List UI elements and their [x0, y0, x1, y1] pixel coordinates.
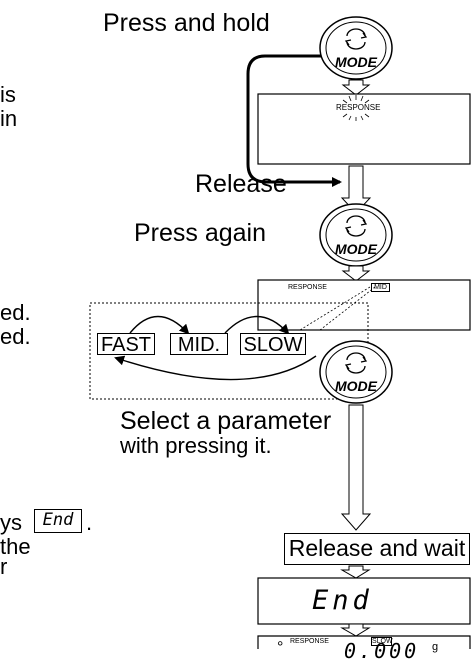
blink-icon	[342, 95, 370, 121]
fragment-is: is	[0, 82, 16, 107]
mode-key-label: MODE	[335, 241, 377, 257]
arc-mid-to-slow	[224, 315, 290, 335]
release-and-wait-box: Release and wait	[284, 533, 470, 565]
option-slow: SLOW	[240, 333, 306, 356]
fragment-ed-1: ed.	[0, 300, 31, 325]
fragment-r: r	[0, 554, 8, 579]
cycle-icon	[344, 28, 368, 50]
end-display-text: End	[312, 585, 373, 616]
hollow-arrow-6	[340, 623, 371, 637]
hollow-arrow-1	[341, 79, 371, 96]
display-2	[257, 279, 471, 331]
end-chip: End	[34, 509, 82, 533]
option-mid: MID.	[170, 333, 228, 356]
display-2-indicator: RESPONSE	[288, 284, 327, 291]
hold-release-bracket	[246, 54, 342, 187]
display-4-tag: SLOW	[371, 637, 393, 646]
display-3	[257, 577, 471, 625]
fragment-ys: ys	[0, 510, 22, 535]
display-4-indicator: RESPONSE	[290, 638, 329, 645]
cycle-icon	[344, 215, 368, 237]
arc-slow-to-fast	[114, 355, 317, 381]
mode-key-label: MODE	[335, 54, 377, 70]
mode-key-2	[319, 203, 393, 267]
fragment-period: .	[86, 510, 93, 535]
display-1-indicator: RESPONSE	[336, 103, 381, 112]
mode-key-3	[319, 340, 393, 404]
cycle-icon	[344, 352, 368, 374]
mode-key-1	[319, 16, 393, 80]
display-4	[257, 635, 471, 649]
display-1	[257, 93, 471, 165]
press-again-label: Press again	[134, 219, 267, 247]
diagram-canvas	[89, 16, 471, 649]
mode-key-label: MODE	[335, 378, 377, 394]
weight-unit: g	[432, 641, 439, 653]
hollow-arrow-3	[341, 265, 371, 282]
fragment-in: in	[0, 106, 18, 131]
fragment-the: the	[0, 534, 31, 559]
select-parameter-label: Select a parameter	[120, 407, 332, 435]
option-fast: FAST	[97, 333, 155, 356]
release-label: Release	[195, 170, 287, 198]
hollow-arrow-4	[340, 404, 372, 531]
with-pressing-label: with pressing it.	[120, 433, 272, 458]
press-and-hold-label: Press and hold	[103, 9, 270, 37]
stable-mark: °	[277, 639, 284, 656]
arc-fast-to-mid	[129, 316, 190, 335]
fragment-ed-2: ed.	[0, 324, 31, 349]
hollow-arrow-5	[340, 565, 371, 579]
leader-line	[299, 286, 371, 331]
weight-value: 0.000	[344, 639, 420, 663]
display-2-tag: MID	[371, 283, 390, 292]
